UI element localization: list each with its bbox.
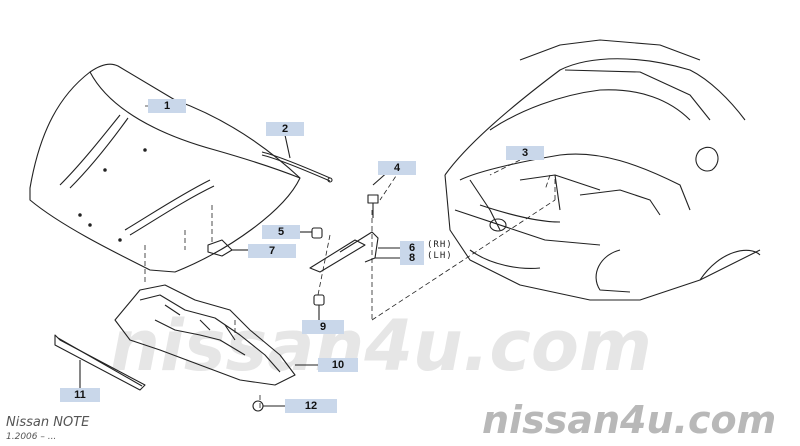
label-part-9[interactable]: 9 (302, 320, 344, 334)
hood-stay-rod-icon (261, 134, 333, 183)
bracket-icon (207, 239, 248, 257)
label-part-3[interactable]: 3 (506, 146, 544, 160)
insulator-panel-icon (114, 284, 318, 386)
label-part-7[interactable]: 7 (248, 244, 296, 258)
model-period: 1.2006 – ... (6, 432, 57, 442)
label-part-12[interactable]: 12 (285, 399, 337, 413)
label-part-2[interactable]: 2 (266, 122, 304, 136)
label-part-8[interactable]: 8 (400, 251, 424, 265)
watermark-corner: nissan4u.com (482, 398, 777, 442)
label-part-11[interactable]: 11 (60, 388, 100, 402)
watermark-center: nissan4u.com (110, 305, 652, 387)
car-outline-icon (444, 39, 761, 301)
hinge-icon (309, 231, 400, 273)
label-part-4[interactable]: 4 (378, 161, 416, 175)
side-rh-text: (RH) (427, 240, 453, 250)
hood-icon (29, 63, 301, 273)
bumper-icon (300, 227, 323, 239)
label-part-1[interactable]: 1 (148, 99, 186, 113)
model-name: Nissan NOTE (6, 415, 90, 430)
grommet-icon (313, 294, 325, 320)
label-part-10[interactable]: 10 (318, 358, 358, 372)
side-lh-text: (LH) (427, 251, 453, 261)
bolt-icon (367, 169, 391, 218)
seal-strip-icon (54, 334, 146, 391)
clip-icon (252, 400, 285, 412)
label-part-5[interactable]: 5 (262, 225, 300, 239)
